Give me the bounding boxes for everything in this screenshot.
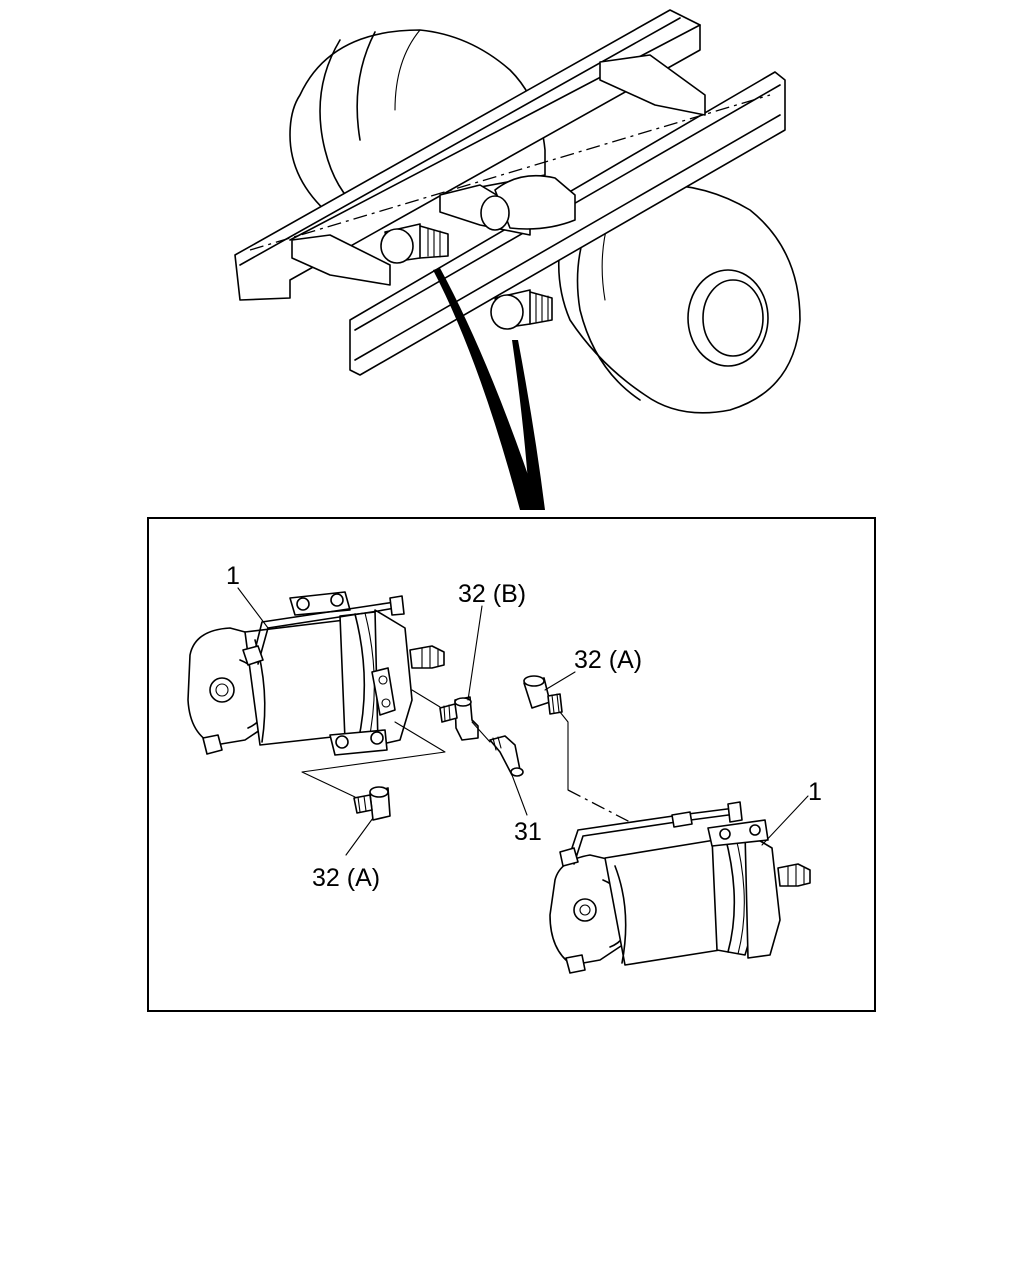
callout-part-1-left: 1 — [226, 562, 240, 590]
fitting-31 — [489, 735, 524, 777]
axle-chamber-left — [380, 223, 449, 264]
fitting-32a-top — [523, 675, 563, 715]
detail-leader — [433, 268, 545, 510]
front-right-tire — [557, 183, 801, 414]
callout-part-1-right: 1 — [808, 778, 822, 806]
callout-leaders — [237, 587, 809, 856]
callout-part-31: 31 — [514, 818, 542, 846]
brake-chamber-right — [549, 801, 811, 974]
fitting-32b — [439, 696, 479, 741]
axle-chamber-right — [490, 289, 553, 330]
connection-lines — [301, 689, 631, 823]
brake-chamber-left — [187, 591, 445, 756]
chassis-overview — [234, 9, 801, 510]
axle-housing — [480, 174, 576, 231]
fitting-32a-bottom — [353, 786, 391, 821]
callout-part-32a-bottom: 32 (A) — [312, 864, 380, 892]
detail-frame — [147, 517, 876, 1012]
callout-part-32a-top: 32 (A) — [574, 646, 642, 674]
callout-part-32b: 32 (B) — [458, 580, 526, 608]
